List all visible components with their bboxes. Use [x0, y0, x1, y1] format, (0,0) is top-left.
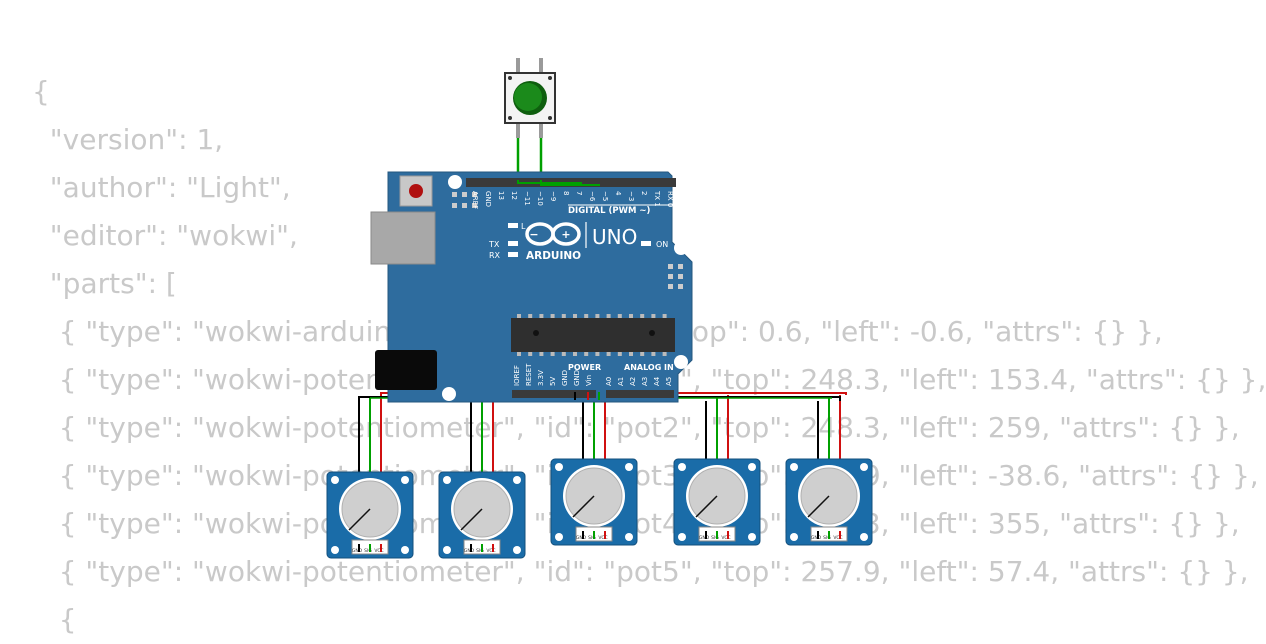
led-rx-label: RX [489, 251, 501, 260]
pot-pin-label: VCC [598, 535, 607, 541]
circuit-canvas[interactable]: DIGITAL (PWM ~) AREF GND 13 12 ~11 ~10 ~9 8 7 ~6 ~… [0, 0, 1200, 630]
power-jack [375, 350, 437, 390]
bottom-pin-labels: IOREF RESET 3.3V 5V GND GND Vin A0 A1 A2 A3 A4 A5 [513, 363, 673, 386]
pin-label: ~3 [627, 191, 635, 201]
pin-label: ~11 [523, 191, 531, 206]
digital-pin-labels: AREF GND 13 12 ~11 ~10 ~9 8 7 ~6 ~5 4 ~3 2 TX 1 RX 0 [471, 190, 674, 209]
pin-label: A0 [605, 377, 613, 386]
pin-label: ~10 [536, 191, 544, 206]
code-line: { [32, 603, 77, 636]
usb-connector [370, 211, 436, 265]
pot-pin-label: GND [699, 535, 710, 541]
pot-pin-label: VCC [374, 548, 383, 554]
pin-label: GND [573, 370, 581, 386]
svg-text:+: + [561, 228, 570, 241]
pin-label: AREF [471, 191, 479, 209]
pot-pin-label: SIG [823, 535, 831, 541]
pot-pin-label: SIG [588, 535, 596, 541]
wire-ends [358, 531, 841, 552]
led-tx-label: TX [488, 240, 500, 249]
board-brand: ARDUINO [526, 250, 581, 262]
digital-label: DIGITAL (PWM ~) [568, 206, 650, 216]
pot-pin-label: VCC [486, 548, 495, 554]
pin-label: 13 [497, 191, 505, 200]
code-line: { [32, 75, 50, 108]
pin-label: 5V [549, 377, 557, 386]
pin-label: ~5 [601, 191, 609, 201]
analog-label: ANALOG IN [624, 363, 674, 372]
pot-pin-label: GND [811, 535, 822, 541]
code-line: "editor": "wokwi", [32, 219, 298, 252]
pin-label: A4 [653, 376, 661, 386]
pushbutton[interactable] [504, 58, 556, 138]
power-header [512, 390, 596, 398]
pin-label: 8 [562, 191, 570, 195]
power-label: POWER [568, 363, 601, 372]
pot-pin-label: GND [576, 535, 587, 541]
code-line: "parts": [ [32, 267, 177, 300]
pin-label: RX 0 [666, 191, 674, 207]
pot-pin-label: GND [464, 548, 475, 554]
pin-label: TX 1 [653, 190, 661, 207]
button-cap[interactable] [514, 83, 542, 111]
pot-pin-label: GND [352, 548, 363, 554]
signal-wires [517, 180, 600, 400]
led-rx [508, 252, 518, 257]
microcontroller-chip [511, 314, 675, 356]
pin-label: ~9 [549, 191, 557, 201]
pin-label: IOREF [513, 365, 521, 386]
led-on-label: ON [656, 240, 668, 249]
code-line: { "type": "wokwi-potentiometer", "id": "… [32, 555, 1249, 588]
pin-label: RESET [525, 363, 533, 386]
pin-label: Vin [585, 375, 593, 386]
reset-button[interactable] [399, 175, 433, 207]
arduino-uno[interactable]: DIGITAL (PWM ~) AREF GND 13 12 ~11 ~10 ~9 8 7 ~6 ~… [370, 171, 693, 403]
pot-pin-label: SIG [364, 548, 372, 554]
board-model: UNO [592, 225, 637, 249]
pin-label: A3 [641, 377, 649, 386]
pin-label: 12 [510, 191, 518, 200]
pin-label: A2 [629, 377, 637, 386]
code-line: "version": 1, [32, 123, 224, 156]
pin-label: 2 [640, 191, 648, 195]
led-tx [508, 241, 518, 246]
led-on [641, 241, 651, 246]
pin-label: A1 [617, 377, 625, 386]
pin-label: A5 [665, 377, 673, 386]
led-l [508, 223, 518, 228]
pin-label: 7 [575, 191, 583, 195]
pin-label: ~6 [588, 191, 596, 202]
analog-header [606, 390, 674, 398]
svg-text:−: − [529, 228, 538, 241]
pin-label: 4 [614, 191, 622, 196]
pot-pin-label: VCC [721, 535, 730, 541]
led-l-label: L [521, 222, 526, 231]
pin-label: GND [561, 370, 569, 386]
arduino-infinity-logo [525, 222, 581, 246]
pot-pin-label: SIG [711, 535, 719, 541]
pin-label: 3.3V [537, 370, 545, 386]
pin-label: GND [484, 191, 492, 207]
pot-pin-label: SIG [476, 548, 484, 554]
pot-pin-label: VCC [833, 535, 842, 541]
code-line: "author": "Light", [32, 171, 291, 204]
